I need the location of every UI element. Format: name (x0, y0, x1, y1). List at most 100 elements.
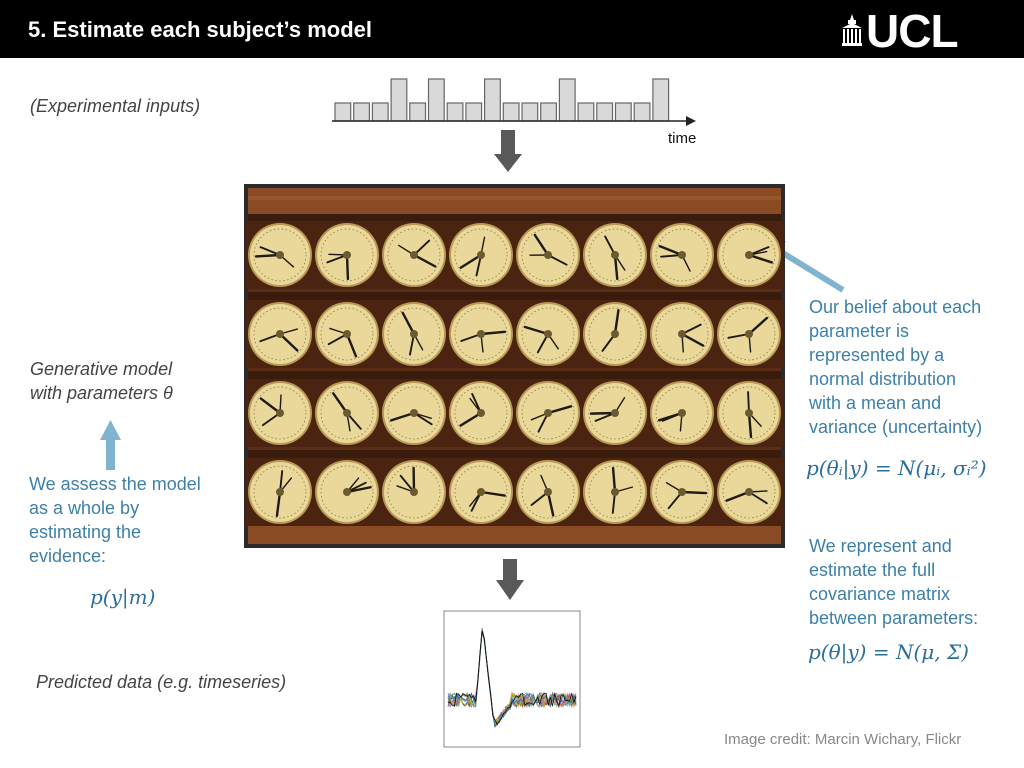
dial-scale (387, 386, 441, 440)
dial-hand (479, 490, 506, 497)
dial-scale (253, 465, 307, 519)
dial-hub (544, 488, 552, 496)
timeseries-trace (447, 631, 577, 728)
evidence-line: estimating the (29, 522, 142, 542)
timeseries-trace (447, 628, 577, 724)
dial-hub (343, 488, 351, 496)
dial-hub (678, 330, 686, 338)
evidence-line: We assess the model (29, 474, 201, 494)
dial-scale (588, 307, 642, 361)
evidence-formula: p(y|m) (90, 585, 156, 609)
dial-scale (253, 307, 307, 361)
dial-scale (387, 307, 441, 361)
dial-hand (459, 411, 483, 427)
dial-hub (544, 251, 552, 259)
dial-scale (521, 386, 575, 440)
time-label: time (668, 130, 696, 147)
dial-hand (611, 466, 617, 494)
dial-scale (722, 307, 776, 361)
dial-hand (747, 316, 769, 336)
down-arrow-icon (496, 559, 524, 600)
dial-hub (410, 409, 418, 417)
dial-hub (745, 488, 753, 496)
dial-hand (546, 490, 555, 517)
dial-hub (410, 251, 418, 259)
up-arrow-icon (100, 420, 121, 470)
dial-scale (521, 228, 575, 282)
dial-hub (544, 330, 552, 338)
dial-hub (745, 330, 753, 338)
belief-line: Our belief about each (809, 297, 982, 317)
experimental-inputs-label: (Experimental inputs) (30, 96, 201, 116)
dial-hub (276, 251, 284, 259)
dial-hub (276, 488, 284, 496)
dial-hand (345, 332, 358, 358)
dial-scale (521, 307, 575, 361)
dial-hub (678, 488, 686, 496)
down-arrow-icon (494, 130, 522, 172)
dial-hub (611, 409, 619, 417)
dial-scale (588, 386, 642, 440)
dial-hub (611, 330, 619, 338)
dial-scale (253, 386, 307, 440)
dial-hub (276, 409, 284, 417)
dial-hub (477, 251, 485, 259)
evidence-line: evidence: (29, 546, 107, 566)
belief-line: variance (uncertainty) (809, 417, 983, 437)
dial-scale (722, 228, 776, 282)
dial-scale (655, 386, 709, 440)
predicted-timeseries-plot (443, 610, 581, 748)
ucl-portico-icon (842, 14, 862, 46)
dial-hand (401, 311, 416, 336)
dial-hub (611, 251, 619, 259)
dial-scale (253, 228, 307, 282)
dial-scale (387, 465, 441, 519)
generative-model-line1: Generative model (30, 359, 173, 379)
dial-hub (678, 409, 686, 417)
covariance-line: covariance matrix (809, 584, 951, 604)
ucl-logo: UCL (866, 5, 959, 57)
dial-hub (544, 409, 552, 417)
dial-scale (454, 465, 508, 519)
timeseries-trace (447, 630, 577, 725)
time-axis-arrowhead (686, 116, 696, 126)
belief-line: parameter is (809, 321, 910, 341)
generative-model-line2: with parameters θ (30, 383, 173, 403)
belief-formula: p(θᵢ|y) = N(μᵢ, σᵢ²) (806, 456, 987, 480)
dial-hub (410, 488, 418, 496)
covariance-text: We represent and estimate the full covar… (809, 534, 978, 630)
dial-scale (655, 307, 709, 361)
covariance-line: between parameters: (809, 608, 979, 628)
dial-scale (722, 465, 776, 519)
dial-scale (454, 307, 508, 361)
dial-hub (410, 330, 418, 338)
dial-scale (387, 228, 441, 282)
dial-scale (320, 386, 374, 440)
evidence-text: We assess the model as a whole by estima… (29, 472, 201, 568)
dial-hub (343, 409, 351, 417)
covariance-line: estimate the full (809, 560, 936, 580)
dial-scale (320, 228, 374, 282)
dial-hub (276, 330, 284, 338)
dial-scale (655, 465, 709, 519)
dial-machine-image (244, 184, 785, 548)
dial-hub (477, 409, 485, 417)
dial-hand (589, 411, 617, 415)
header-bar: 5. Estimate each subject’s model UCL (0, 0, 1024, 58)
belief-line: represented by a (809, 345, 945, 365)
dial-scale (454, 386, 508, 440)
dial-scale (454, 228, 508, 282)
dial-scale (588, 228, 642, 282)
image-credit: Image credit: Marcin Wichary, Flickr (724, 731, 962, 748)
predicted-data-label: Predicted data (e.g. timeseries) (36, 672, 287, 692)
dial-hub (745, 409, 753, 417)
dial-scale (722, 386, 776, 440)
belief-text: Our belief about each parameter is repre… (809, 295, 982, 439)
dial-hub (745, 251, 753, 259)
dial-hub (343, 251, 351, 259)
dial-hub (678, 251, 686, 259)
dial-hub (477, 330, 485, 338)
dial-hub (611, 488, 619, 496)
